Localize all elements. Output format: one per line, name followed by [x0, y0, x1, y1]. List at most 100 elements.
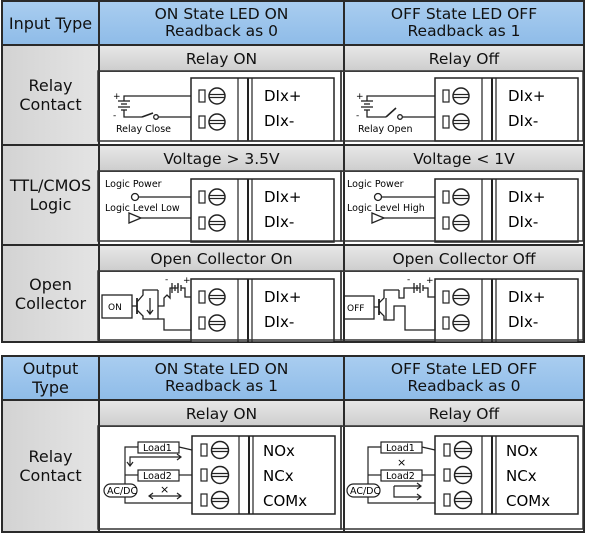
minus-sign: -	[113, 111, 116, 121]
terminal-label: NOx	[263, 442, 295, 460]
input-off-state-header: OFF State LED OFF Readback as 1	[345, 2, 583, 44]
terminal-label: NCx	[506, 467, 537, 485]
current-arrow-icon	[129, 456, 180, 466]
logic-low-diagram: DIx+ DIx- Logic Power Logic Level Low	[105, 178, 335, 243]
terminal-label: COMx	[263, 492, 307, 510]
label-text: Open Collector On	[150, 249, 293, 268]
output-on-state-header: ON State LED ON Readback as 1	[100, 357, 343, 399]
diagram-frame	[340, 270, 584, 341]
plus-sign: +	[113, 92, 121, 102]
row-type-line2: Logic	[29, 195, 72, 214]
off-state-readback: Readback as 0	[407, 377, 521, 395]
on-state-title: ON State LED ON	[154, 5, 289, 23]
output-type-label: Output Type	[22, 359, 79, 397]
input-on-state-header: ON State LED ON Readback as 0	[100, 2, 343, 44]
grid-line	[98, 357, 100, 531]
input-type-table: Input Type ON State LED ON Readback as 0…	[1, 0, 585, 343]
minus-sign: -	[165, 275, 168, 285]
label-text: Relay Off	[428, 49, 500, 68]
minus-sign: -	[356, 111, 359, 121]
terminal-label: DIx+	[264, 87, 301, 105]
grid-line	[3, 399, 583, 401]
buffer-icon	[371, 212, 386, 224]
off-state-title: OFF State LED OFF	[390, 5, 538, 23]
input-wiring-diagrams: DIx+ DIx- + - Relay Close DIx+ DIx- +	[97, 70, 584, 343]
terminal-label: DIx+	[508, 188, 545, 206]
label-text: Open Collector Off	[392, 249, 536, 268]
grid-line	[3, 144, 583, 146]
current-arrow-icon	[393, 486, 420, 498]
voltage-low-label: Voltage < 1V	[345, 146, 583, 171]
output-off-state-header: OFF State LED OFF Readback as 0	[345, 357, 583, 399]
battery-icon	[361, 95, 435, 120]
input-type-label: Input Type	[8, 13, 93, 33]
source-label: AC/DC	[350, 486, 380, 497]
output-relay-on-diagram: NOx NCx COMx AC/DC Load1 Load2 ×	[103, 435, 336, 515]
off-state-readback: Readback as 1	[407, 22, 521, 40]
row-type-line1: Relay	[28, 76, 73, 95]
load2-label: Load2	[143, 471, 172, 482]
terminal-label: DIx+	[264, 288, 301, 306]
power-node-icon	[130, 192, 140, 202]
output-relay-off-diagram: NOx NCx COMx AC/DC Load1 Load2 ×	[346, 435, 579, 515]
output-type-header: Output Type	[3, 357, 98, 399]
row-type-line2: Contact	[19, 95, 82, 114]
diagram-frame	[340, 425, 584, 530]
terminal-label: DIx+	[508, 87, 545, 105]
on-state-readback: Readback as 1	[164, 377, 279, 395]
minus-sign: -	[407, 275, 410, 285]
row-type-line2: Contact	[19, 466, 82, 485]
battery-icon	[171, 283, 191, 298]
battery-icon	[118, 95, 191, 120]
terminal-label: COMx	[506, 492, 550, 510]
terminal-label: DIx-	[508, 112, 538, 130]
row-type-open-collector: Open Collector	[3, 246, 98, 341]
on-state-title: ON State LED ON	[154, 360, 289, 378]
terminal-label: NOx	[506, 442, 538, 460]
row-type-line1: TTL/CMOS	[9, 176, 92, 195]
terminal-label: NCx	[263, 467, 294, 485]
source-label: ON	[108, 303, 122, 313]
diagram-frame	[340, 70, 584, 142]
terminal-label: DIx-	[264, 313, 294, 331]
relay-close-diagram: DIx+ DIx- + - Relay Close	[113, 77, 335, 142]
terminal-label: DIx-	[264, 112, 294, 130]
open-circuit-mark: ×	[397, 456, 406, 469]
label-text: Relay Off	[428, 404, 500, 423]
label-text: Voltage < 1V	[413, 149, 515, 168]
battery-icon	[413, 283, 435, 298]
power-source-icon	[346, 483, 381, 498]
relay-on-label: Relay ON	[100, 46, 343, 71]
output-relay-off-label: Relay Off	[345, 401, 583, 426]
terminal-label: DIx-	[508, 313, 538, 331]
power-source-icon	[103, 483, 138, 498]
grid-line	[3, 244, 583, 246]
row-type-line2: Collector	[14, 293, 87, 313]
output-wiring-diagrams: NOx NCx COMx AC/DC Load1 Load2 × NOx NCx	[97, 425, 584, 530]
plus-sign: +	[356, 92, 364, 102]
load2-label: Load2	[386, 471, 415, 482]
open-collector-off-label: Open Collector Off	[345, 246, 583, 271]
plus-sign: +	[426, 276, 434, 286]
voltage-high-label: Voltage > 3.5V	[100, 146, 343, 171]
label-text: Voltage > 3.5V	[163, 149, 280, 168]
relay-open-caption: Relay Open	[358, 124, 413, 135]
load1-label: Load1	[386, 443, 415, 454]
relay-open-diagram: DIx+ DIx- + - Relay Open	[356, 77, 579, 142]
open-collector-off-diagram: DIx+ DIx- - + OFF	[343, 275, 579, 343]
logic-level-caption: Logic Level Low	[105, 203, 180, 214]
terminal-label: DIx-	[264, 213, 294, 231]
relay-close-caption: Relay Close	[116, 124, 171, 135]
logic-power-label: Logic Power	[105, 179, 162, 190]
power-node-icon	[373, 192, 383, 202]
plus-sign: +	[183, 276, 191, 286]
label-text: Relay ON	[185, 49, 258, 68]
label-text: Relay ON	[185, 404, 258, 423]
grid-line	[3, 44, 583, 46]
row-type-line1: Relay	[28, 447, 73, 466]
terminal-label: DIx-	[508, 213, 538, 231]
open-circuit-mark: ×	[160, 483, 169, 496]
logic-high-diagram: DIx+ DIx- Logic Power Logic Level High	[347, 178, 579, 243]
row-type-ttl-cmos: TTL/CMOS Logic	[3, 146, 98, 244]
logic-level-caption: Logic Level High	[347, 203, 425, 214]
